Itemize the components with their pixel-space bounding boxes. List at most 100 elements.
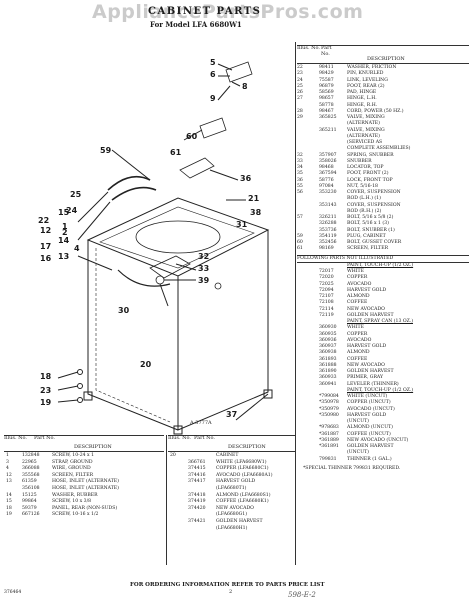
illus-number: 23 [297, 71, 303, 77]
part-description: ALMOND [347, 294, 370, 299]
callout-16: 16 [40, 254, 52, 263]
part-description: (ALTERNATE) [347, 133, 380, 139]
illus-number: 61 [297, 246, 303, 252]
part-number: 374421 [188, 519, 206, 524]
inlet-hose [107, 175, 151, 191]
table-row: 356108 HOSE, INLET (ALTERNATE) [4, 486, 164, 492]
callout-17: 17 [40, 242, 52, 251]
part-number: 365211 [319, 127, 337, 133]
part-number: *350980 [319, 412, 339, 418]
illus-number: 34 [297, 165, 303, 170]
callout-15: 15 [58, 208, 70, 217]
part-description: VALVE, MIXING [347, 127, 385, 133]
table-row: 360941 LEVELER (THINNER) [297, 382, 469, 388]
part-description: PAD, HINGE [347, 90, 377, 95]
part-description: LOCATOR, TOP [347, 165, 384, 170]
callout-2: 2 [62, 228, 68, 237]
callout-1: 1 [62, 222, 68, 231]
part-description: COPPER (LFA6680C1) [216, 466, 269, 472]
part-description: BOLT, GUSSET COVER [347, 240, 402, 245]
part-description: LEVELER (THINNER) [347, 381, 399, 387]
part-description: BOLT, 5/16 x 1 (3) [347, 221, 389, 227]
part-description: WHITE (LFA6680W1) [216, 459, 267, 465]
part-description: SCREEN, FILTER [52, 472, 94, 478]
part-description: (UNCUT) [347, 450, 369, 456]
callout-39: 39 [198, 276, 210, 285]
right-header-illus: Illus. No. [297, 45, 321, 51]
paint-heading: PAINT, TOUCH-UP (1/2 OZ.) [347, 387, 414, 393]
part-number: 98467 [319, 108, 334, 114]
part-description: PRIMER, GRAY [347, 375, 384, 381]
illus-number: 1 [6, 453, 9, 458]
table-row: COMPLETE ASSEMBLIES) [297, 146, 469, 152]
part-description: SCREW, 10-24 x 1 [52, 453, 94, 458]
part-description: PANEL, REAR (NON-SUDS) [52, 505, 118, 511]
part-number: 374415 [188, 466, 206, 472]
part-number: 360941 [319, 381, 337, 387]
callout-25: 25 [70, 190, 82, 199]
illus-number: 4 [6, 466, 9, 472]
part-description: AVOCADO [347, 281, 372, 287]
part-number: 72107 [319, 294, 334, 299]
part-description: (LFA6680H1) [216, 525, 248, 531]
part-number: 72094 [319, 287, 334, 293]
part-description: WIRE, GROUND [52, 466, 91, 472]
callout-22: 22 [38, 216, 50, 225]
watermark: AppliancePartsPros.com [92, 1, 364, 23]
part-description: GOLDEN HARVEST [347, 369, 394, 374]
part-description: WASHER, FRICTION [347, 65, 397, 70]
part-number: 72020 [319, 275, 334, 281]
foot-front [173, 425, 183, 435]
part-number: 356108 [22, 486, 40, 491]
part-description: CABINET [216, 453, 239, 458]
handwritten-note: 598-E-2 [288, 591, 316, 599]
valve-part [149, 255, 191, 279]
callout-38: 38 [250, 208, 262, 217]
part-number: 61359 [22, 479, 37, 485]
cabinet-front [177, 230, 269, 431]
callout-23: 23 [40, 386, 52, 395]
part-number: 361888 [319, 362, 337, 368]
part-description: (SERVICED AS [347, 140, 383, 145]
part-number: 367594 [319, 171, 337, 177]
part-description: ROD (L.H.) (1) [347, 196, 381, 202]
callout-14: 14 [58, 236, 70, 245]
part-description: NUT, 5/16-18 [347, 183, 378, 189]
page-number: 2 [229, 589, 233, 595]
callout-19: 19 [40, 398, 52, 407]
callout-59: 59 [100, 146, 112, 155]
part-description: WHITE [347, 269, 364, 274]
part-number: 799831 [319, 456, 337, 462]
illus-number: 12 [6, 472, 12, 478]
part-description: HOSE, INLET (ALTERNATE) [52, 486, 119, 491]
part-description: COPPER (UNCUT) [347, 400, 391, 406]
part-number: *350978 [319, 400, 339, 406]
part-description: THINNER (1 GAL.) [347, 456, 392, 462]
part-description: (ALTERNATE) [347, 121, 380, 127]
callout-20: 20 [140, 360, 152, 369]
figure-label: A-3777A [190, 420, 212, 426]
tub-opening [135, 220, 221, 254]
part-description: SCREW, 10 x 3/8 [52, 499, 92, 505]
part-description: SPRING, SNUBBER [347, 152, 394, 158]
part-number: 72017 [319, 269, 334, 274]
part-number: 667126 [22, 512, 40, 518]
illus-number: 29 [297, 115, 303, 120]
table-row: ROD (L.H.) (1) [297, 196, 469, 202]
